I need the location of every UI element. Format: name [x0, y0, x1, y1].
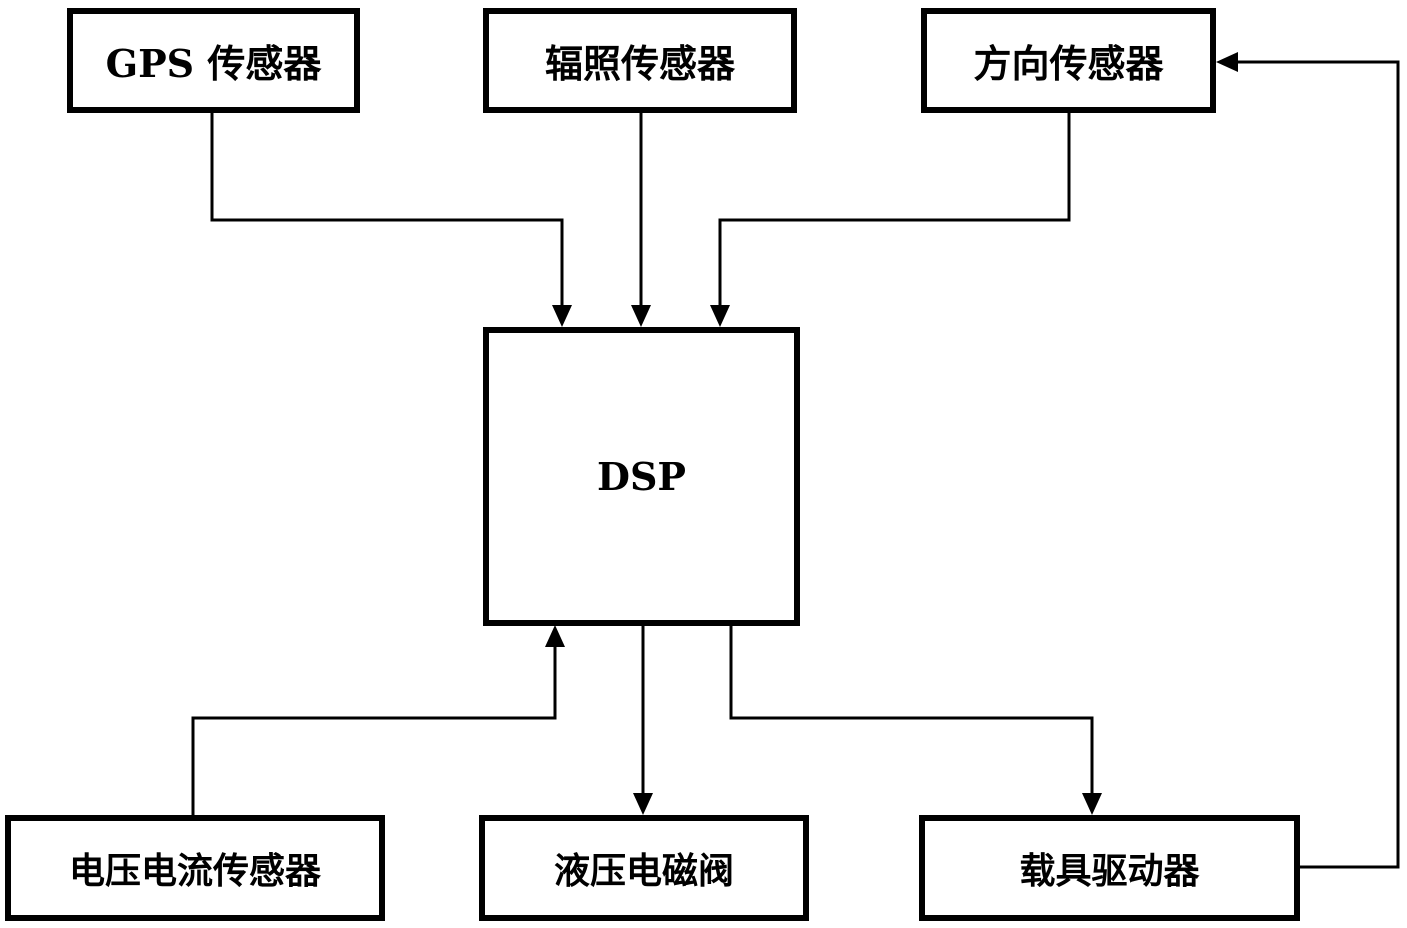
- dsp-label: DSP: [597, 454, 686, 499]
- carrier-driver-box: 载具驱动器: [919, 815, 1300, 921]
- direction-sensor-label: 方向传感器: [973, 41, 1164, 86]
- gps-sensor-label: GPS 传感器: [105, 41, 322, 86]
- dsp-box: DSP: [483, 327, 800, 626]
- edge-gps-to-dsp: [210, 113, 564, 305]
- voltage-current-sensor-box: 电压电流传感器: [5, 815, 385, 921]
- edge-voltage-current-to-dsp: [191, 645, 557, 815]
- edge-driver-to-direction: [1237, 60, 1400, 869]
- gps-sensor-box: GPS 传感器: [67, 8, 360, 113]
- direction-sensor-box: 方向传感器: [921, 8, 1216, 113]
- irradiance-sensor-box: 辐照传感器: [483, 8, 797, 113]
- carrier-driver-label: 载具驱动器: [1019, 850, 1200, 892]
- arrowhead-voltage-current-to-dsp: [545, 625, 565, 647]
- arrowhead-direction-to-dsp: [710, 305, 730, 327]
- arrowhead-dsp-to-driver: [1082, 793, 1102, 815]
- hydraulic-solenoid-valve-box: 液压电磁阀: [479, 815, 809, 921]
- edge-dsp-to-driver: [729, 626, 1094, 793]
- arrowhead-gps-to-dsp: [552, 305, 572, 327]
- voltage-current-sensor-label: 电压电流传感器: [68, 850, 321, 892]
- edge-direction-to-dsp: [718, 113, 1071, 305]
- arrowhead-dsp-to-valve: [633, 793, 653, 815]
- arrowhead-irradiance-to-dsp: [631, 305, 651, 327]
- hydraulic-solenoid-valve-label: 液压电磁阀: [553, 850, 734, 892]
- arrowhead-driver-to-direction: [1216, 52, 1238, 72]
- irradiance-sensor-label: 辐照传感器: [544, 41, 735, 86]
